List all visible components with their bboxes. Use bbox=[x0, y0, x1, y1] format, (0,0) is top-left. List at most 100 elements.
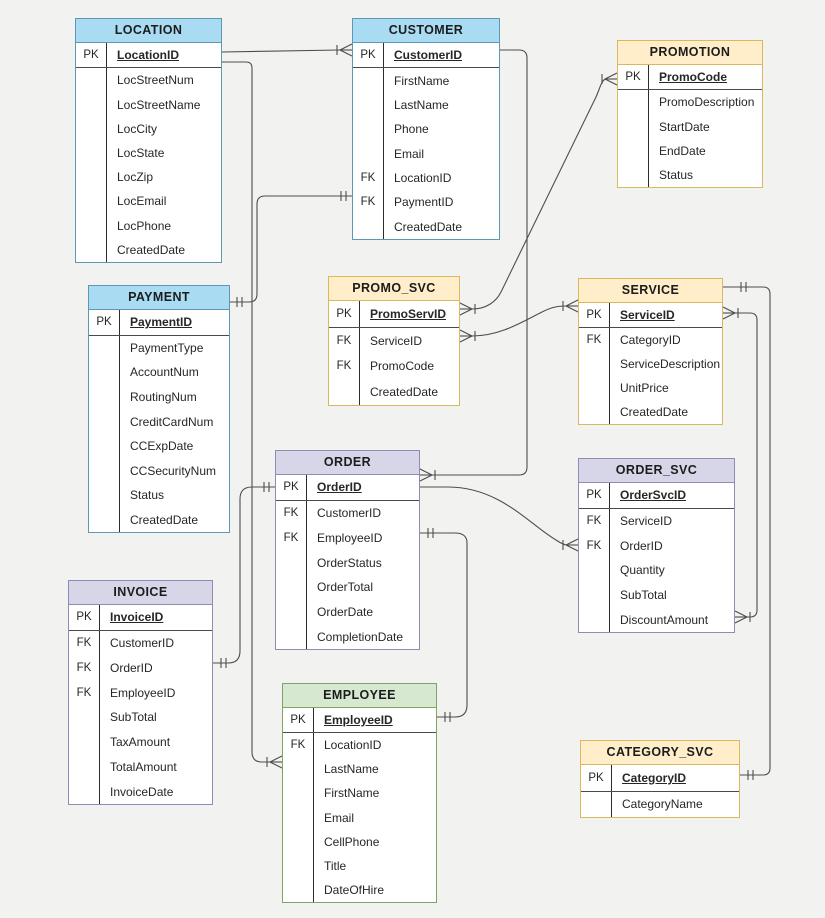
key-label: PK bbox=[579, 483, 610, 508]
key-label bbox=[69, 779, 100, 804]
key-label bbox=[89, 433, 120, 459]
key-label: FK bbox=[283, 733, 314, 758]
key-label bbox=[69, 729, 100, 755]
field-name: TotalAmount bbox=[110, 759, 177, 774]
field-row: LastName bbox=[353, 92, 499, 118]
table-header: EMPLOYEE bbox=[283, 684, 436, 708]
key-label: PK bbox=[69, 605, 100, 630]
table-header: PAYMENT bbox=[89, 286, 229, 310]
key-label bbox=[353, 117, 384, 142]
table-header: ORDER bbox=[276, 451, 419, 475]
relationship-order-employee[interactable] bbox=[420, 528, 468, 722]
key-label bbox=[89, 458, 120, 483]
key-label bbox=[76, 68, 107, 93]
relationship-customer-order[interactable] bbox=[419, 49, 528, 482]
field-row: Email bbox=[283, 805, 436, 830]
field-row: CreatedDate bbox=[579, 400, 722, 424]
relationship-location-employee[interactable] bbox=[222, 61, 283, 769]
key-label bbox=[76, 116, 107, 141]
key-label bbox=[618, 90, 649, 115]
field-row: RoutingNum bbox=[89, 384, 229, 410]
field-name: PaymentID bbox=[394, 195, 454, 210]
field-row: CCExpDate bbox=[89, 433, 229, 459]
field-name: LocCity bbox=[117, 121, 158, 136]
key-label bbox=[283, 805, 314, 830]
key-label bbox=[283, 829, 314, 854]
field-row: AccountNum bbox=[89, 360, 229, 385]
field-row: OrderStatus bbox=[276, 550, 419, 575]
relationship-invoice-order[interactable] bbox=[213, 482, 275, 668]
field-row: FirstName bbox=[283, 781, 436, 806]
field-row: FirstName bbox=[353, 68, 499, 93]
field-name: Phone bbox=[394, 122, 429, 137]
field-name: OrderTotal bbox=[317, 580, 374, 595]
key-label: PK bbox=[283, 708, 314, 733]
relationship-order-order_svc[interactable] bbox=[420, 486, 579, 552]
field-row: UnitPrice bbox=[579, 376, 722, 400]
field-row: CompletionDate bbox=[276, 624, 419, 650]
field-row: CCSecurityNum bbox=[89, 458, 229, 483]
field-row: Email bbox=[353, 141, 499, 166]
field-name: Status bbox=[130, 488, 165, 503]
key-label bbox=[69, 754, 100, 780]
field-row: CreatedDate bbox=[76, 237, 221, 262]
field-name: LocStreetNum bbox=[117, 73, 194, 88]
field-name: CustomerID bbox=[317, 506, 382, 521]
field-row: TaxAmount bbox=[69, 729, 212, 755]
field-name: LocState bbox=[117, 145, 165, 160]
field-row: Phone bbox=[353, 117, 499, 142]
field-name: LastName bbox=[324, 762, 379, 777]
field-row: Status bbox=[618, 162, 762, 188]
field-name: Title bbox=[324, 858, 347, 873]
field-name: UnitPrice bbox=[620, 381, 669, 395]
field-name: OrderID bbox=[110, 660, 153, 675]
field-name: EndDate bbox=[659, 143, 706, 158]
key-label bbox=[276, 624, 307, 650]
key-label bbox=[353, 68, 384, 93]
relationship-promo_svc-promotion[interactable] bbox=[459, 72, 618, 316]
relationship-service-category_svc[interactable] bbox=[723, 282, 771, 780]
relationship-service-order_svc[interactable] bbox=[722, 306, 758, 624]
field-row: CreatedDate bbox=[89, 507, 229, 533]
field-row: Title bbox=[283, 853, 436, 878]
relationship-location-customer[interactable] bbox=[221, 43, 353, 57]
key-label bbox=[76, 92, 107, 117]
field-row: TotalAmount bbox=[69, 754, 212, 780]
relationship-payment-customer[interactable] bbox=[230, 191, 352, 307]
field-name: CCSecurityNum bbox=[130, 463, 217, 478]
key-label bbox=[89, 409, 120, 434]
field-name: LocPhone bbox=[117, 218, 172, 233]
field-name: CCExpDate bbox=[130, 439, 194, 454]
key-label: FK bbox=[579, 328, 610, 352]
field-name: EmployeeID bbox=[317, 530, 383, 545]
key-label bbox=[618, 114, 649, 139]
relationship-promo_svc-service[interactable] bbox=[459, 299, 579, 343]
key-label bbox=[76, 165, 107, 190]
